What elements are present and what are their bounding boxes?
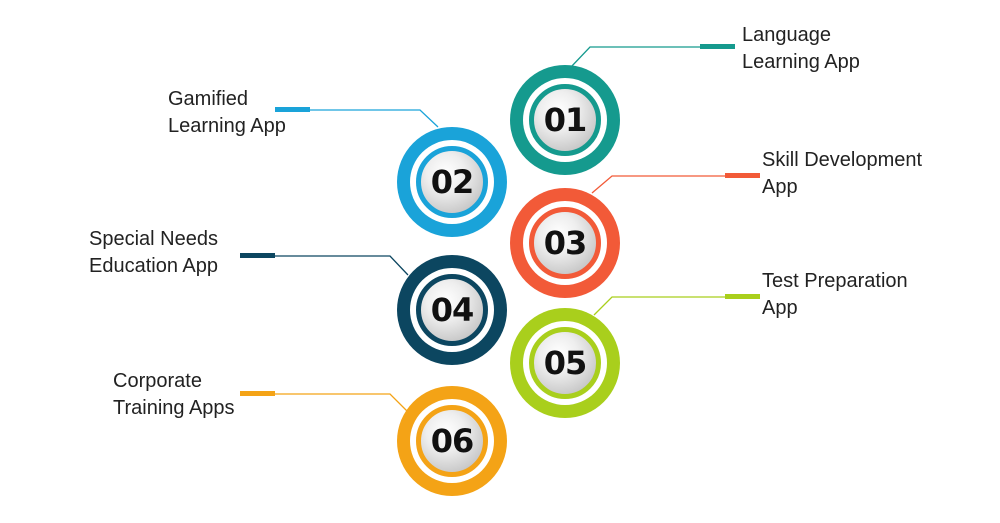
- label-02-line2: Learning App: [168, 115, 286, 137]
- circle-number-06: 06: [430, 422, 475, 460]
- circle-number-01: 01: [543, 101, 588, 139]
- connector-line-03: [591, 175, 725, 194]
- connector-line-01: [570, 46, 700, 68]
- circle-number-04: 04: [430, 291, 475, 329]
- label-06-line2: Training Apps: [113, 397, 235, 419]
- label-01: Language Learning App: [742, 22, 860, 76]
- label-05-line2: App: [762, 297, 798, 319]
- connector-line-06: [270, 393, 409, 413]
- label-06: Corporate Training Apps: [113, 368, 235, 422]
- connector-line-05: [593, 296, 725, 316]
- circle-03: 03: [510, 188, 620, 298]
- label-01-line2: Learning App: [742, 51, 860, 73]
- circle-number-02: 02: [430, 163, 475, 201]
- circle-number-03: 03: [543, 224, 588, 262]
- label-01-line1: Language: [742, 24, 831, 46]
- connector-line-04: [270, 255, 409, 276]
- circle-01: 01: [510, 65, 620, 175]
- accent-bar-04: [240, 253, 275, 258]
- label-02: Gamified Learning App: [168, 86, 286, 140]
- circle-04: 04: [397, 255, 507, 365]
- accent-bar-06: [240, 391, 275, 396]
- label-03-line2: App: [762, 176, 798, 198]
- circle-number-05: 05: [543, 344, 588, 382]
- circle-06: 06: [397, 386, 507, 496]
- accent-bar-02: [275, 107, 310, 112]
- connector-line-02: [280, 109, 439, 128]
- label-06-line1: Corporate: [113, 370, 202, 392]
- label-04-line2: Education App: [89, 255, 218, 277]
- label-02-line1: Gamified: [168, 88, 249, 110]
- accent-bar-01: [700, 44, 735, 49]
- accent-bar-05: [725, 294, 760, 299]
- accent-bar-03: [725, 173, 760, 178]
- label-04-line1: Special Needs: [89, 228, 218, 250]
- label-04: Special Needs Education App: [89, 226, 218, 280]
- circle-05: 05: [510, 308, 620, 418]
- label-05: Test Preparation App: [762, 268, 908, 322]
- label-05-line1: Test Preparation: [762, 270, 908, 292]
- circle-02: 02: [397, 127, 507, 237]
- label-03-line1: Skill Development: [762, 149, 923, 171]
- label-03: Skill Development App: [762, 147, 922, 201]
